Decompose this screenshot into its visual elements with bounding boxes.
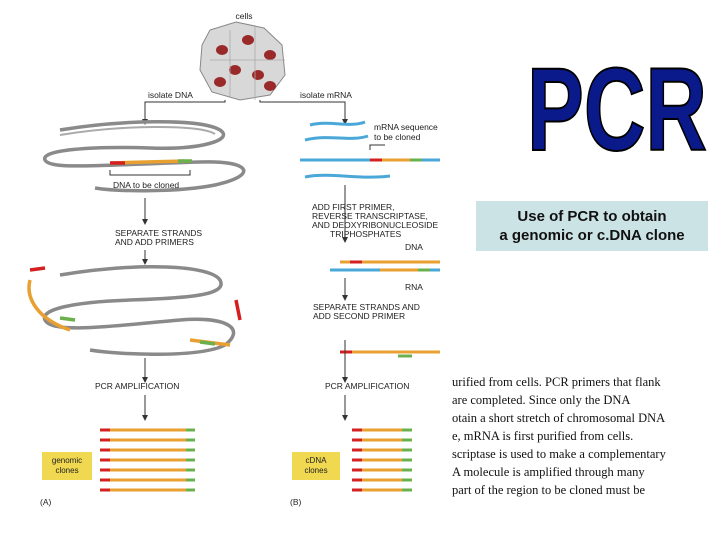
add-first-primer-4: TRIPHOSPHATES	[330, 229, 401, 239]
dna-to-clone-label: DNA to be cloned	[113, 180, 179, 190]
cells-cluster	[199, 21, 286, 101]
subtitle-box: Use of PCR to obtain a genomic or c.DNA …	[476, 201, 708, 251]
separate-second-2: ADD SECOND PRIMER	[313, 311, 405, 321]
subtitle-line-2: a genomic or c.DNA clone	[499, 227, 685, 244]
second-primer-strand	[340, 350, 440, 358]
genomic-label-1: genomic	[52, 456, 82, 465]
caption-line: urified from cells. PCR primers that fla…	[452, 375, 661, 389]
cdna-clone-stack	[352, 428, 412, 492]
caption-line: otain a short stretch of chromosomal DNA	[452, 411, 666, 425]
svg-text:PCR: PCR	[527, 44, 707, 168]
separated-strands	[27, 265, 242, 356]
genomic-label-2: clones	[55, 466, 78, 475]
separate-strands-2: AND ADD PRIMERS	[115, 237, 194, 247]
caption-text: urified from cells. PCR primers that fla…	[452, 373, 720, 499]
caption-line: part of the region to be cloned must be	[452, 483, 645, 497]
cdna-label-1: cDNA	[306, 456, 328, 465]
caption-line: scriptase is used to make a complementar…	[452, 447, 666, 461]
dna-rna-hybrid	[330, 260, 440, 272]
add-first-primer-2: REVERSE TRANSCRIPTASE,	[312, 211, 428, 221]
mrna-seq-2: to be cloned	[374, 132, 421, 142]
isolate-mrna-label: isolate mRNA	[300, 90, 352, 100]
pcr-amp-left: PCR AMPLIFICATION	[95, 381, 179, 391]
cdna-label-2: clones	[304, 466, 327, 475]
add-first-primer-1: ADD FIRST PRIMER,	[312, 202, 395, 212]
cdna-clones-box	[292, 452, 340, 480]
mrna-strands	[300, 120, 440, 179]
separate-strands-1: SEPARATE STRANDS	[115, 228, 202, 238]
mrna-seq-1: mRNA sequence	[374, 122, 438, 132]
rna-label: RNA	[405, 282, 423, 292]
subtitle-line-1: Use of PCR to obtain	[517, 208, 667, 225]
panel-b-label: (B)	[290, 497, 302, 507]
genomic-clone-stack	[100, 428, 195, 492]
genomic-dna	[43, 119, 246, 193]
caption-line: are completed. Since only the DNA	[452, 393, 631, 407]
genomic-clones-box	[42, 452, 92, 480]
caption-line: A molecule is amplified through many	[452, 465, 645, 479]
pcr-amp-right: PCR AMPLIFICATION	[325, 381, 409, 391]
caption-line: e, mRNA is first purified from cells.	[452, 429, 634, 443]
pcr-title: PCR	[526, 43, 708, 168]
cells-label: cells	[235, 11, 252, 21]
panel-a-label: (A)	[40, 497, 52, 507]
separate-second-1: SEPARATE STRANDS AND	[313, 302, 420, 312]
isolate-dna-label: isolate DNA	[148, 90, 193, 100]
add-first-primer-3: AND DEOXYRIBONUCLEOSIDE	[312, 220, 438, 230]
dna-label: DNA	[405, 242, 423, 252]
